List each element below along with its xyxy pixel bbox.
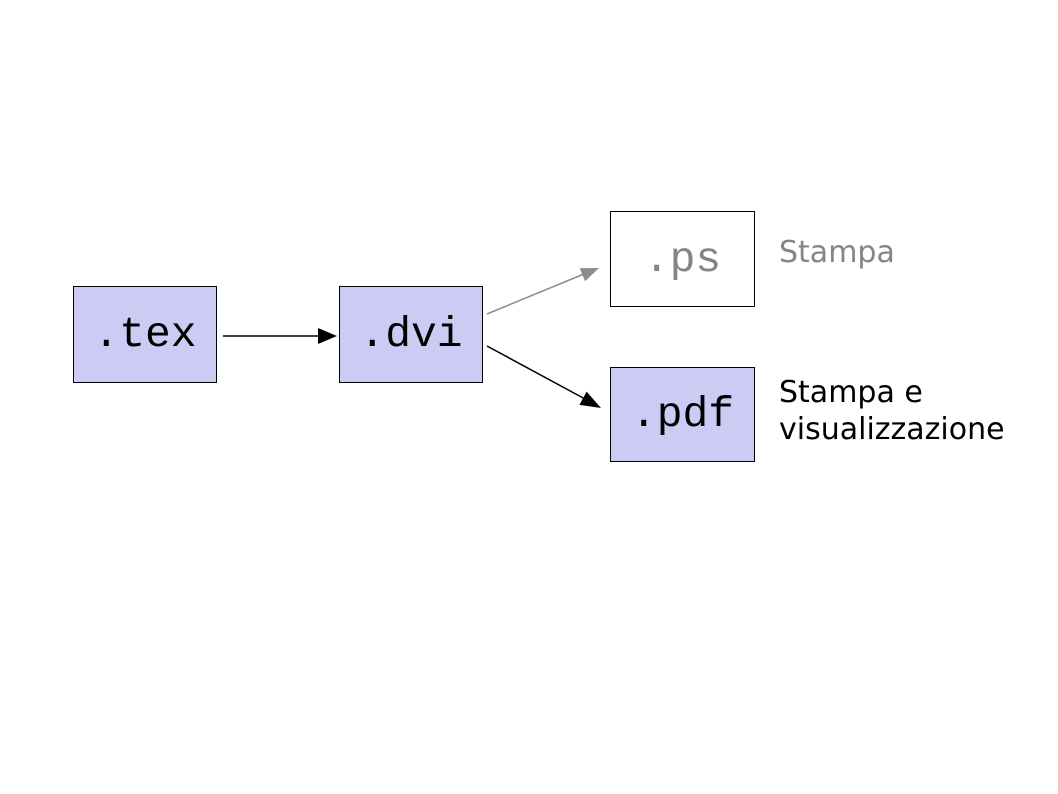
node-pdf: .pdf: [610, 367, 755, 462]
annotation-pdf: Stampa e visualizzazione: [779, 374, 1005, 448]
node-dvi: .dvi: [339, 286, 483, 383]
node-pdf-label: .pdf: [630, 390, 735, 439]
annotation-pdf-line1: Stampa e: [779, 375, 923, 410]
node-tex: .tex: [73, 286, 217, 383]
annotation-ps-line1: Stampa: [779, 235, 895, 270]
node-tex-label: .tex: [93, 310, 197, 359]
annotation-ps: Stampa: [779, 234, 895, 271]
node-ps-label: .ps: [643, 234, 722, 284]
annotation-pdf-line2: visualizzazione: [779, 412, 1005, 447]
arrow-dvi-to-pdf: [486, 345, 601, 408]
node-ps: .ps: [610, 211, 755, 307]
arrow-tex-to-dvi: [223, 328, 337, 344]
node-dvi-label: .dvi: [359, 310, 463, 359]
arrow-dvi-to-ps: [486, 268, 599, 315]
